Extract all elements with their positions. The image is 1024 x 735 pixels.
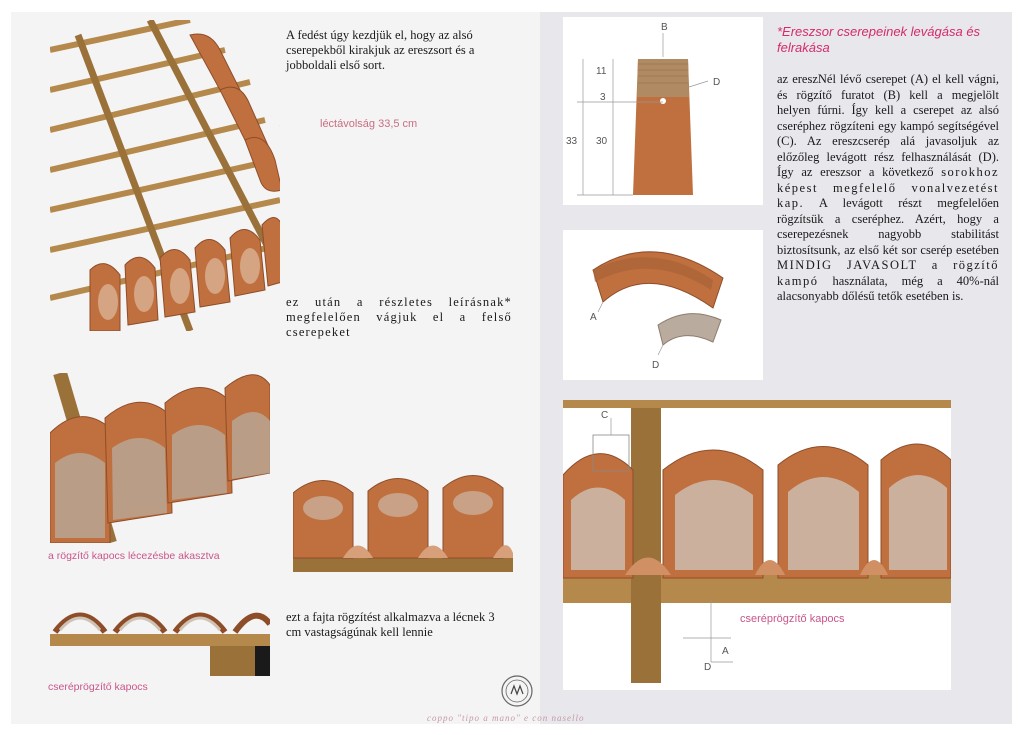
diagram-letter-d: D — [713, 77, 721, 88]
detail-letter-c: C — [601, 410, 609, 421]
clip-caption-right: cseréprögzítő kapocs — [740, 613, 845, 625]
detail-letter-a: A — [722, 646, 729, 657]
body-part-4: MINDIG JAVASOLT a rögzítő kampó — [777, 258, 999, 288]
batten-rule-text: ezt a fajta rögzítést alkalmazva a lécne… — [286, 610, 495, 639]
body-part-2: sorokhoz képest megfelelő vonalvezetést … — [777, 165, 1000, 210]
diagram-dim-11: 11 — [596, 66, 607, 77]
hook-caption: a rögzítő kapocs lécezésbe akasztva — [48, 550, 220, 562]
diagram-dim-33: 33 — [566, 136, 578, 147]
clip-caption-left: cseréprögzítő kapocs — [48, 681, 148, 693]
tile-row-photo — [293, 463, 513, 578]
body-part-1: az ereszNél lévő cserepet (A) el kell vá… — [777, 72, 999, 179]
roof-battens-photo — [50, 20, 280, 331]
batten-profile-photo — [50, 594, 270, 676]
brand-seal-icon — [500, 674, 534, 708]
cut-tile-letter-a: A — [590, 312, 597, 323]
diagram-letter-b: B — [661, 22, 668, 33]
intro-text: A fedést úgy kezdjük el, hogy az alsó cs… — [286, 28, 475, 72]
cutting-instruction-text: ez után a részletes leírásnak* megfelelő… — [286, 295, 512, 339]
eave-detail-photo — [563, 400, 951, 690]
right-heading: *Ereszsor cserepeinek levágása és felrak… — [777, 24, 981, 55]
right-body-text: az ereszNél lévő cserepet (A) el kell vá… — [777, 72, 999, 305]
diagram-dim-3: 3 — [600, 92, 606, 103]
cut-tile-letter-d: D — [652, 360, 660, 371]
cut-tile-photo — [563, 230, 763, 380]
body-part-3: A levágott részt megfelelően rögzítsük a… — [777, 196, 999, 257]
diagram-dim-30: 30 — [596, 136, 608, 147]
body-part-5: használata, még a 40%-nál alacsonyabb dő… — [777, 273, 999, 304]
batten-spacing-label: léctávolság 33,5 cm — [320, 118, 418, 130]
detail-letter-d: D — [704, 662, 712, 673]
footer-caption: coppo "tipo a mano" e con nasello — [427, 713, 585, 723]
hook-photo — [50, 373, 270, 543]
tile-dimension-diagram — [563, 17, 763, 205]
